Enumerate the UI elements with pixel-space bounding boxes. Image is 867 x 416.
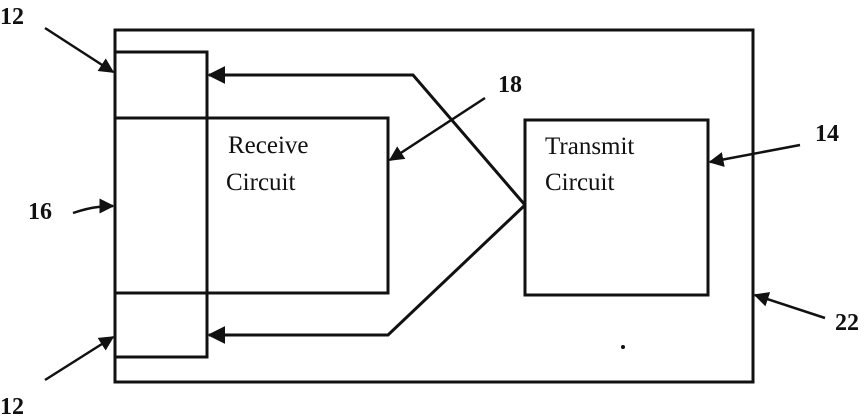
leader-12-bottom [45, 337, 113, 380]
receive-label-line2: Circuit [226, 169, 295, 196]
ref-12-top: 12 [0, 4, 24, 30]
receive-label-line1: Receive [228, 132, 309, 159]
ref-16: 16 [28, 199, 52, 225]
leader-16 [73, 206, 113, 213]
enclosure-box [115, 30, 753, 382]
connector-strip [115, 52, 207, 357]
ref-14: 14 [815, 121, 839, 147]
leader-22 [755, 295, 825, 318]
ref-18: 18 [498, 72, 522, 98]
transmit-label-line2: Circuit [545, 169, 614, 196]
lower-signal-path [209, 205, 525, 335]
stray-dot [621, 345, 625, 349]
transmit-label-line1: Transmit [545, 133, 634, 160]
ref-12-bottom: 12 [0, 394, 24, 416]
leader-12-top [45, 28, 113, 72]
ref-22: 22 [835, 310, 859, 336]
leader-18 [390, 98, 485, 160]
leader-14 [710, 145, 800, 162]
